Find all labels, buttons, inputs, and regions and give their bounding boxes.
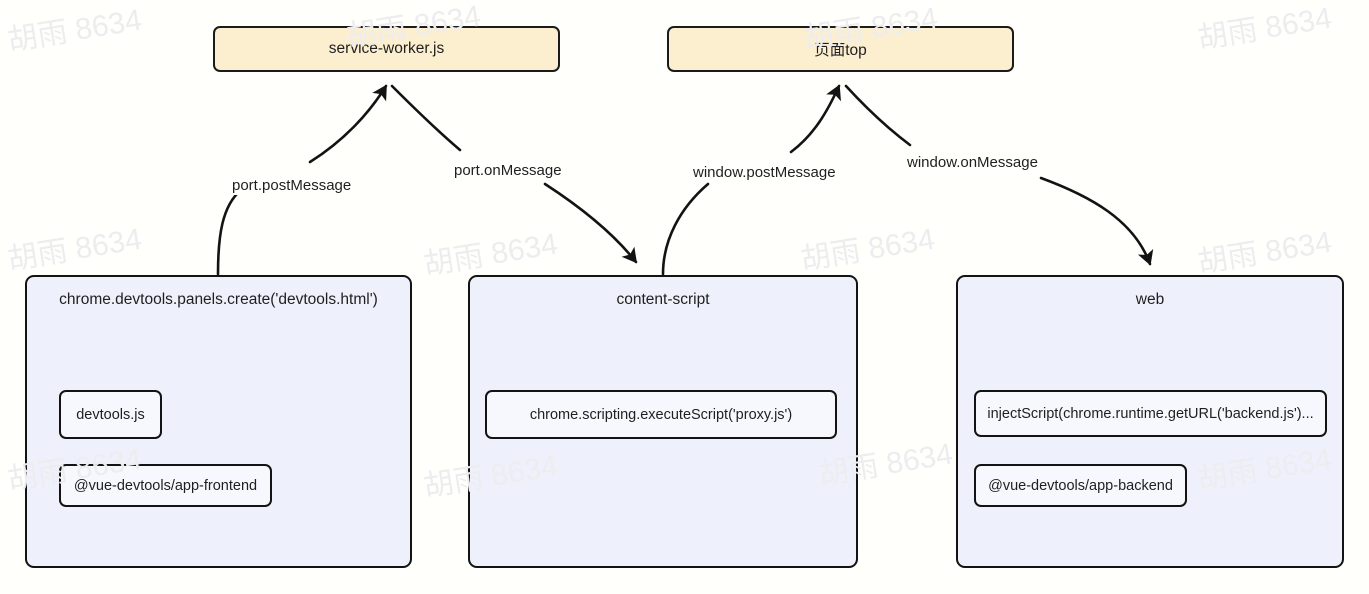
node-inject-script[interactable]: injectScript(chrome.runtime.getURL('back… [974, 390, 1327, 437]
panel-web-title: web [1135, 291, 1165, 308]
node-page-top[interactable]: 页面top [667, 26, 1014, 72]
panel-devtools-title: chrome.devtools.panels.create('devtools.… [59, 291, 378, 308]
edge-label-window-onmessage: window.onMessage [903, 153, 1042, 172]
node-inject-script-label: injectScript(chrome.runtime.getURL('back… [987, 405, 1314, 422]
edge-window-postmessage-path [661, 182, 710, 276]
node-app-backend-label: @vue-devtools/app-backend [988, 477, 1173, 494]
edge-port-onmessage-path [390, 84, 462, 152]
edge-port-postmessage-path [308, 84, 388, 164]
edge-port-onmessage-path [543, 182, 638, 264]
node-execute-script[interactable]: chrome.scripting.executeScript('proxy.js… [485, 390, 837, 439]
edge-label-port-onmessage: port.onMessage [450, 161, 566, 180]
node-page-top-label: 页面top [814, 42, 867, 59]
node-app-frontend[interactable]: @vue-devtools/app-frontend [59, 464, 272, 507]
edge-window-onmessage-path [1039, 176, 1154, 266]
node-devtools-js[interactable]: devtools.js [59, 390, 162, 439]
node-service-worker-label: service-worker.js [328, 40, 445, 57]
edge-port-postmessage-path [216, 188, 243, 276]
node-app-frontend-label: @vue-devtools/app-frontend [73, 477, 258, 494]
panel-web[interactable]: web injectScript(chrome.runtime.getURL('… [956, 275, 1344, 568]
panel-devtools[interactable]: chrome.devtools.panels.create('devtools.… [25, 275, 412, 568]
node-service-worker[interactable]: service-worker.js [213, 26, 560, 72]
node-app-backend[interactable]: @vue-devtools/app-backend [974, 464, 1187, 507]
edge-label-port-postmessage: port.postMessage [228, 176, 356, 195]
node-execute-script-label: chrome.scripting.executeScript('proxy.js… [529, 406, 793, 423]
edge-label-window-postmessage: window.postMessage [689, 163, 840, 182]
panel-content-script-title: content-script [616, 291, 710, 308]
edge-window-onmessage-path [844, 84, 912, 147]
panel-content-script[interactable]: content-script chrome.scripting.executeS… [468, 275, 858, 568]
edge-window-postmessage-path [789, 84, 841, 154]
node-devtools-js-label: devtools.js [76, 406, 145, 423]
